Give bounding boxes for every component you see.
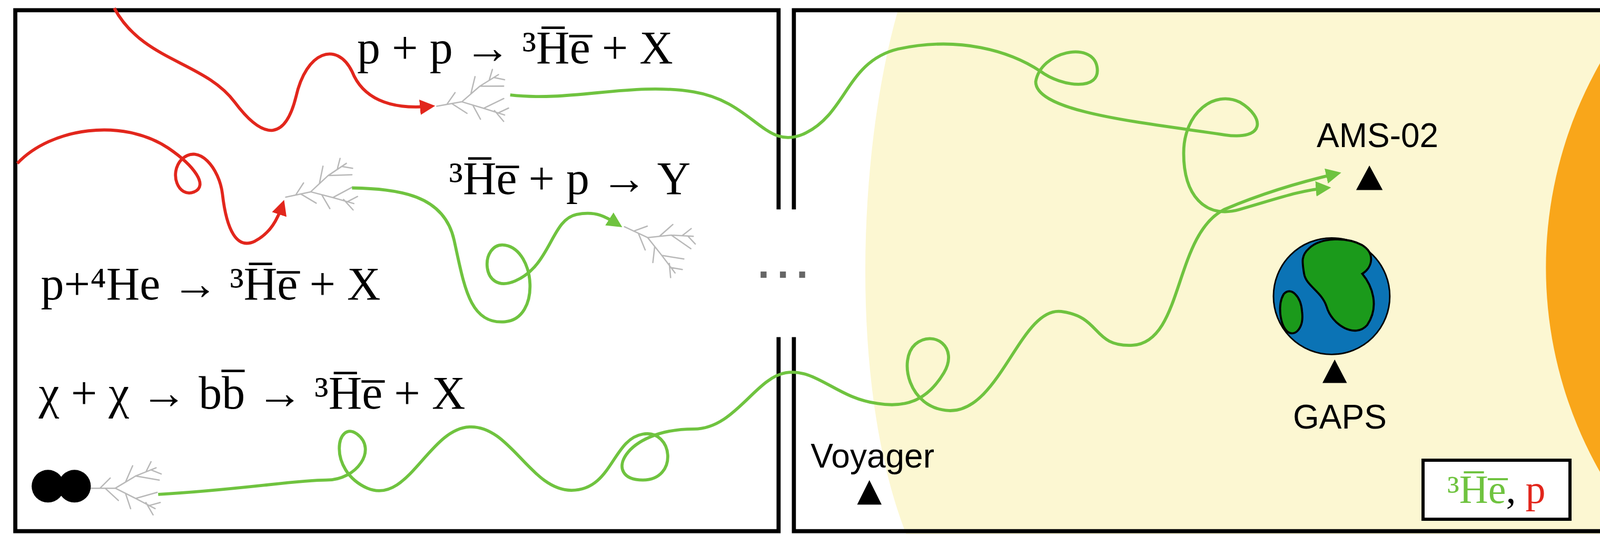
detector-label: AMS-02 <box>1316 116 1439 156</box>
legend-separator: , <box>1505 466 1516 512</box>
particle-shower <box>613 202 700 281</box>
legend-swatch: ³H̅e̅ <box>1447 466 1506 512</box>
legend-text: ³H̅e̅ <box>1447 466 1506 511</box>
reaction-equation: ³H̅e̅ + p → Y <box>449 152 691 206</box>
antihelium-track <box>351 188 619 322</box>
legend-text: p <box>1525 466 1546 511</box>
heliosphere <box>865 10 1600 534</box>
particle-shower <box>432 67 512 133</box>
detector-marker <box>1356 165 1383 191</box>
detector-marker <box>857 479 883 505</box>
continent <box>1302 239 1374 331</box>
reaction-equation: p + p → ³H̅e̅ + X <box>357 21 674 75</box>
detector-marker <box>1322 359 1348 383</box>
particle-shower <box>90 461 162 515</box>
legend-box: ³H̅e̅,p <box>1421 458 1572 521</box>
proton-track <box>17 130 283 244</box>
earth <box>1273 237 1390 354</box>
antihelium-track <box>157 173 1337 494</box>
sun <box>1545 0 1600 534</box>
reaction-equation: χ + χ → bb̅ → ³H̅e̅ + X <box>38 366 466 420</box>
dark-matter-particle <box>57 469 91 502</box>
legend-swatch: p <box>1525 466 1546 512</box>
continent <box>1280 291 1303 334</box>
reaction-equation: p+⁴He → ³H̅e̅ + X <box>41 257 381 311</box>
solar-panel-border <box>793 10 1600 531</box>
detector-label: GAPS <box>1292 398 1387 438</box>
particle-shower <box>280 155 362 223</box>
detector-label: Voyager <box>810 436 935 476</box>
ellipsis: ... <box>757 239 816 288</box>
